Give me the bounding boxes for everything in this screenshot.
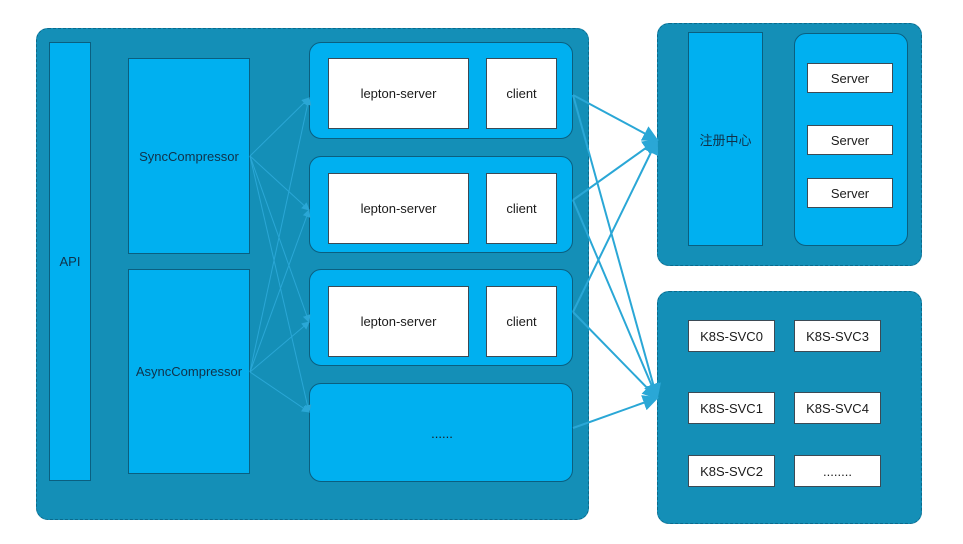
lepton-server-label: lepton-server (360, 201, 437, 216)
instances-more-label: ...... (431, 426, 453, 441)
server-label: Server (830, 185, 870, 201)
server-group: Server Server Server (794, 33, 908, 246)
k8s-svc-box-more: ........ (794, 455, 881, 487)
k8s-svc-box: K8S-SVC2 (688, 455, 775, 487)
lepton-server-box: lepton-server (328, 173, 469, 244)
lepton-server-box: lepton-server (328, 58, 469, 129)
instance-group-more: ...... (309, 383, 573, 482)
lepton-server-box: lepton-server (328, 286, 469, 357)
server-label: Server (830, 70, 870, 86)
k8s-svc-label: K8S-SVC0 (700, 328, 763, 344)
lepton-server-label: lepton-server (360, 86, 437, 101)
client-label: client (506, 314, 537, 329)
async-compressor-label: AsyncCompressor (135, 364, 243, 379)
k8s-svc-box: K8S-SVC3 (794, 320, 881, 352)
server-box: Server (807, 63, 893, 93)
lepton-server-label: lepton-server (360, 314, 437, 329)
client-label: client (506, 86, 537, 101)
api-label: API (59, 254, 81, 269)
client-box: client (486, 173, 557, 244)
client-box: client (486, 58, 557, 129)
server-box: Server (807, 125, 893, 155)
instance-group: lepton-server client (309, 156, 573, 253)
client-box: client (486, 286, 557, 357)
k8s-svc-label: K8S-SVC4 (806, 400, 869, 416)
server-box: Server (807, 178, 893, 208)
k8s-svc-label: K8S-SVC2 (700, 463, 763, 479)
server-label: Server (830, 132, 870, 148)
async-compressor-box: AsyncCompressor (128, 269, 250, 474)
sync-compressor-label: SyncCompressor (139, 148, 239, 164)
instance-group: lepton-server client (309, 42, 573, 139)
k8s-svc-box: K8S-SVC4 (794, 392, 881, 424)
k8s-svc-label: K8S-SVC3 (806, 328, 869, 344)
api-box: API (49, 42, 91, 481)
k8s-svc-label: ........ (823, 463, 852, 479)
k8s-svc-box: K8S-SVC1 (688, 392, 775, 424)
client-label: client (506, 201, 537, 216)
k8s-svc-label: K8S-SVC1 (700, 400, 763, 416)
instance-group: lepton-server client (309, 269, 573, 366)
registry-box: 注册中心 (688, 32, 763, 246)
k8s-svc-box: K8S-SVC0 (688, 320, 775, 352)
sync-compressor-box: SyncCompressor (128, 58, 250, 254)
registry-label: 注册中心 (699, 132, 752, 148)
